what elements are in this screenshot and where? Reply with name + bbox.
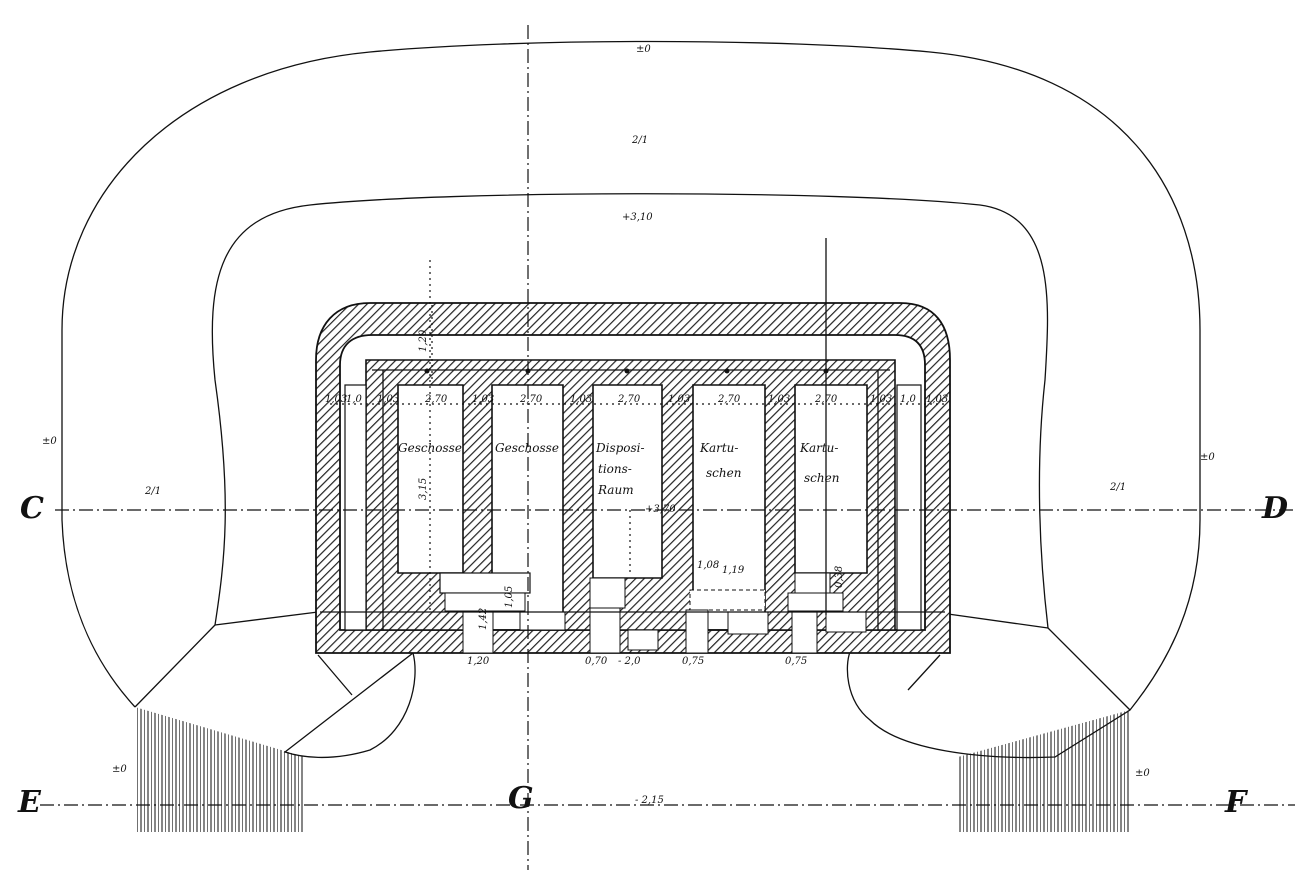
right-revetment	[958, 710, 1130, 832]
elev-door-level: - 2,0	[618, 656, 641, 667]
dim-partition-6: 1,03	[870, 394, 892, 405]
axis-label-f: F	[1224, 785, 1249, 820]
svg-text:tions-: tions-	[598, 462, 632, 476]
slope-right: 2/1	[1109, 482, 1126, 493]
left-revetment	[135, 707, 305, 832]
dim-gap-left: 1,03	[325, 394, 347, 405]
svg-text:Geschosse: Geschosse	[495, 441, 559, 455]
svg-text:Kartu-: Kartu-	[799, 441, 838, 455]
room-4-label: Kartu- schen	[699, 441, 741, 480]
room-2-label: Geschosse	[495, 441, 559, 455]
dim-room-5: 2,70	[814, 394, 838, 405]
dim-partition-1: 1,03	[377, 394, 399, 405]
dim-door-depth: 1,42	[478, 608, 489, 630]
dim-sill-a: 0,70	[585, 656, 608, 667]
elev-right-outer: ±0	[1200, 452, 1215, 463]
dim-partition-4: 1,03	[668, 394, 690, 405]
elev-top-outer: ±0	[636, 44, 651, 55]
slope-line-right	[1047, 627, 1131, 711]
axis-label-c: C	[20, 491, 44, 526]
dim-partition-3: 1,03	[570, 394, 592, 405]
dim-room-1: 2,70	[424, 394, 448, 405]
dim-sill-b: 0,75	[682, 656, 704, 667]
elev-left-outer: ±0	[42, 436, 57, 447]
dim-door-width-b: 1,19	[722, 565, 745, 576]
room-1-label: Geschosse	[398, 441, 462, 455]
dim-top-wall: 1,20	[418, 329, 429, 352]
slope-left: 2/1	[144, 486, 161, 497]
axis-label-d: D	[1261, 491, 1288, 526]
dim-door-width-a: 1,08	[697, 560, 719, 571]
corridor-marks	[424, 368, 829, 374]
slope-line-right-diag	[907, 654, 941, 691]
dim-room-3: 2,70	[617, 394, 641, 405]
dim-room-2: 2,70	[519, 394, 543, 405]
svg-text:Geschosse: Geschosse	[398, 441, 462, 455]
elev-bottom-left: ±0	[112, 764, 127, 775]
axis-label-g: G	[508, 781, 534, 816]
dim-room-4: 2,70	[717, 394, 741, 405]
room-5-label: Kartu- schen	[799, 441, 839, 485]
dim-end-right: 1,03	[926, 394, 948, 405]
front-doorways	[320, 572, 945, 654]
slope-top: 2/1	[631, 135, 648, 146]
elev-bottom-axis: - 2,15	[635, 795, 664, 806]
svg-text:Disposi-: Disposi-	[595, 441, 645, 455]
svg-text:Raum: Raum	[597, 483, 634, 497]
dim-gap-right: 1,0	[900, 394, 917, 405]
left-corridor	[344, 384, 367, 631]
elev-left-wall: 3,15	[418, 478, 429, 500]
dim-sill-c: 0,75	[785, 656, 807, 667]
elev-axis-cd: +3,70	[645, 504, 676, 515]
room-3-label: Disposi- tions- Raum	[595, 441, 645, 497]
dim-door-depth-c: 0,38	[834, 566, 845, 588]
slope-line-left-inner	[214, 611, 319, 626]
dim-entrance: 1,20	[467, 656, 490, 667]
slope-line-left-diag	[317, 654, 353, 696]
right-corridor	[896, 384, 922, 631]
outer-earthwork-contour	[61, 40, 1201, 759]
svg-text:Kartu-: Kartu-	[699, 441, 738, 455]
axis-label-e: E	[17, 785, 42, 820]
dim-outer-left: 1,0	[346, 394, 363, 405]
svg-text:schen: schen	[804, 471, 839, 485]
dim-partition-2: 1,03	[472, 394, 494, 405]
slope-line-left	[134, 624, 216, 708]
dim-door-depth-b: 1,05	[504, 586, 515, 608]
inner-earthwork-contour	[211, 193, 1049, 629]
elev-top-inner: +3,10	[622, 212, 653, 223]
dim-partition-5: 1,03	[768, 394, 790, 405]
elev-bottom-right: ±0	[1135, 768, 1150, 779]
outer-wall	[315, 302, 951, 654]
slope-line-right-inner	[947, 613, 1049, 629]
svg-text:schen: schen	[706, 466, 741, 480]
